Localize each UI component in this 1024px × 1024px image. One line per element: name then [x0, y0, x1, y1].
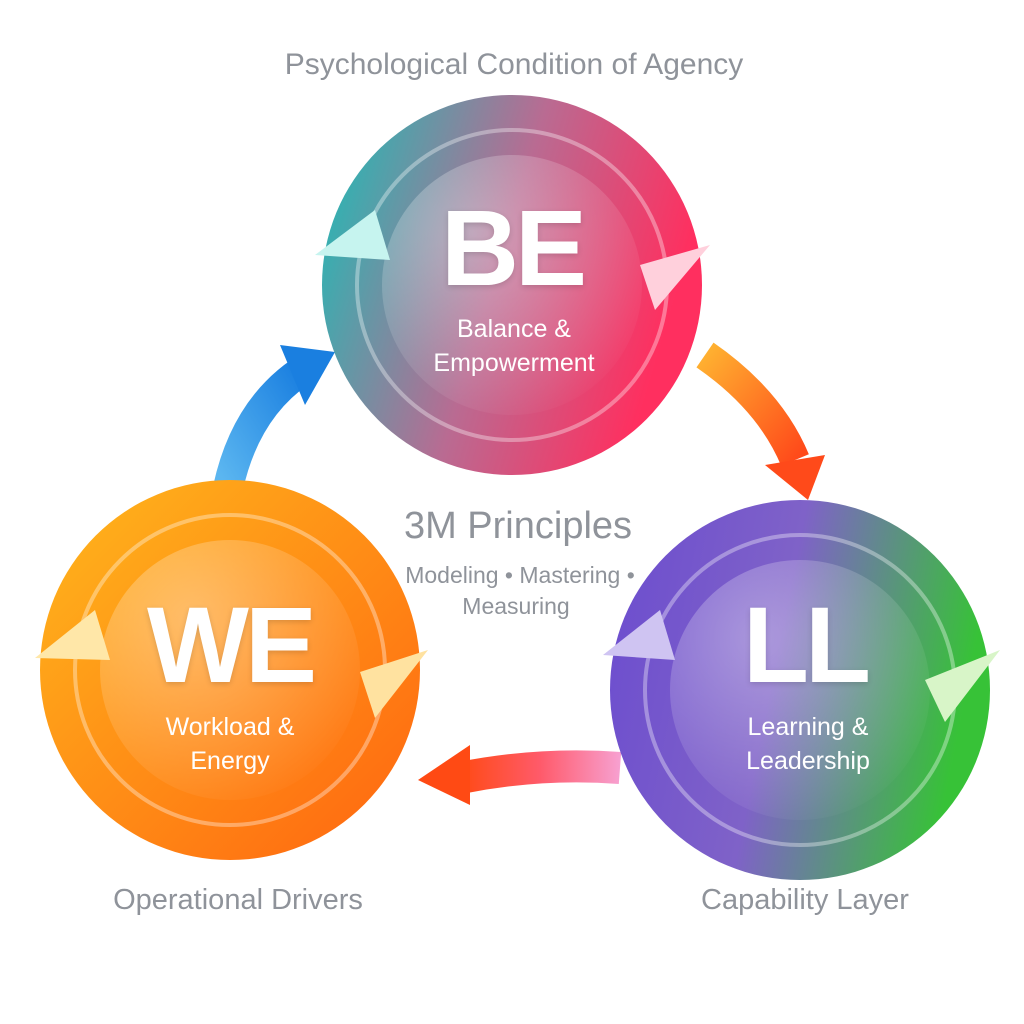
ll-label-line2: Leadership	[746, 747, 870, 775]
arrow-ll-to-we	[418, 745, 622, 805]
be-label-line1: Balance &	[457, 315, 571, 343]
center-heading: 3M Principles	[403, 505, 633, 547]
cycle-arrowhead-icon	[315, 210, 390, 260]
cycle-arrowhead-icon	[925, 650, 1000, 722]
center-line1: Modeling • Mastering •	[405, 562, 635, 588]
we-abbr: WE	[147, 584, 317, 705]
node-ll-circle	[603, 500, 1000, 880]
we-caption: Operational Drivers	[113, 884, 363, 916]
cycle-arrowhead-icon	[35, 610, 110, 660]
ll-label-line1: Learning &	[747, 713, 869, 741]
ll-caption: Capability Layer	[701, 884, 909, 916]
cycle-arrowhead-icon	[640, 245, 710, 310]
we-label: Workload & Energy	[166, 710, 295, 778]
arrow-we-to-be	[213, 345, 335, 492]
we-label-line1: Workload &	[165, 713, 295, 741]
diagram-title: Psychological Condition of Agency	[284, 48, 744, 81]
ll-abbr: LL	[743, 584, 871, 705]
cycle-arrowhead-icon	[603, 610, 675, 660]
node-be-circle	[315, 95, 710, 475]
arrow-be-to-ll	[696, 342, 825, 500]
cycle-arrowhead-icon	[360, 650, 428, 718]
be-label-line2: Empowerment	[433, 349, 595, 377]
center-line2: Measuring	[462, 593, 570, 619]
we-label-line2: Energy	[190, 747, 270, 775]
ll-label: Learning & Leadership	[746, 710, 870, 778]
be-abbr: BE	[440, 187, 587, 308]
be-label: Balance & Empowerment	[433, 312, 594, 380]
node-we-circle	[35, 480, 428, 860]
